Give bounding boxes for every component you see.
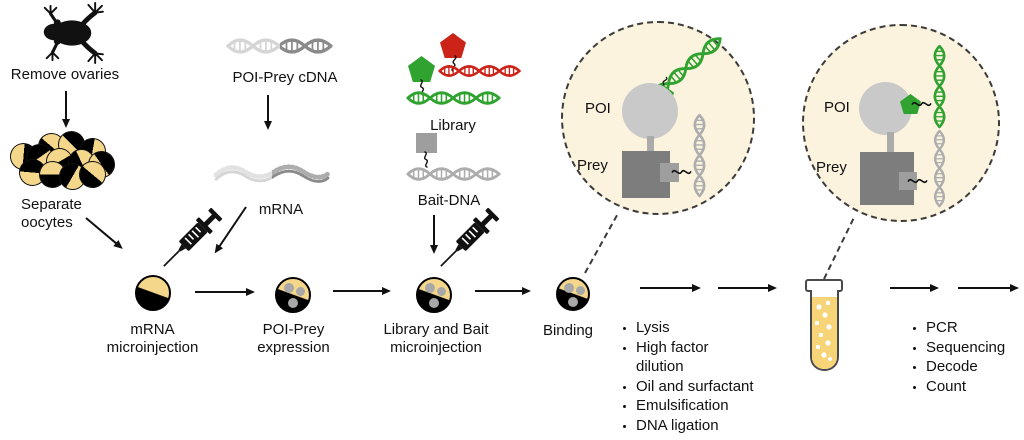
bait-square-tag-icon (416, 133, 437, 153)
protein-dot (437, 287, 446, 296)
arrow-right-icon (333, 287, 391, 295)
arrow-right-icon (640, 284, 701, 292)
arrow-diagonal-icon (85, 217, 122, 248)
callout-connector-line (823, 218, 855, 280)
list-item: Lysis (636, 318, 796, 338)
oocyte-cluster (6, 127, 120, 196)
emulsion-liquid (812, 297, 837, 369)
green-pentagon-tag-icon (900, 94, 921, 114)
list-item: Count (926, 377, 1024, 397)
poi-prey-expression-label: POI-Prey expression (257, 321, 330, 356)
arrow-right-icon (475, 287, 531, 295)
linker-squiggle-icon (907, 178, 928, 184)
library-dna-green-icon (932, 44, 947, 129)
library-dna-green-icon (406, 90, 501, 106)
protein-dot (429, 298, 439, 308)
poi-prey-cdna-label: POI-Prey cDNA (232, 69, 338, 86)
arrow-diagonal-icon (215, 206, 247, 252)
protein-dot (284, 283, 294, 293)
oocyte-expressing-icon (275, 277, 311, 313)
frog-icon (30, 1, 106, 65)
arrow-right-icon (195, 288, 255, 296)
protein-stem (647, 136, 654, 154)
arrow-right-icon (890, 284, 939, 292)
ligation-callout: POI Prey (802, 24, 1000, 222)
arrow-down-icon (267, 95, 269, 127)
list-item: Decode (926, 357, 1024, 377)
protein-dot (576, 286, 585, 295)
mrna-label: mRNA (258, 201, 304, 218)
arrow-down-icon (433, 215, 435, 251)
binding-callout: POI Prey (561, 21, 755, 215)
list-item: Sequencing (926, 338, 1024, 358)
arrow-down-icon (65, 91, 67, 125)
list-item: PCR (926, 318, 1024, 338)
protein-dot (296, 287, 305, 296)
poi-protein-icon (622, 83, 678, 139)
syringe-icon (155, 205, 226, 276)
protein-dot (568, 297, 578, 307)
list-item: DNA ligation (636, 416, 796, 436)
bait-dna-helix-icon (692, 113, 707, 198)
linker-squiggle-icon (911, 101, 932, 107)
bait-dna-label: Bait-DNA (417, 192, 481, 209)
poi-prey-cdna-helix-icon (204, 33, 356, 59)
library-bait-microinjection-label: Library and Bait microinjection (383, 321, 489, 356)
arrow-right-icon (718, 284, 777, 292)
bait-square-tag-icon (660, 163, 679, 182)
readout-steps-list: PCR Sequencing Decode Count (902, 318, 1024, 396)
poi-label: POI (585, 100, 611, 117)
test-tube-icon (810, 290, 839, 371)
mrna-wave-icon (206, 162, 338, 190)
library-dna-red-icon (438, 64, 521, 78)
callout-connector-line (584, 214, 618, 274)
protein-dot (564, 283, 574, 293)
library-label: Library (430, 117, 476, 134)
remove-ovaries-label: Remove ovaries (10, 66, 120, 83)
mrna-microinjection-label: mRNA microinjection (106, 321, 199, 356)
separate-oocytes-label: Separate oocytes (21, 196, 82, 231)
protein-stem (887, 132, 894, 154)
bait-dna-helix-icon (406, 166, 501, 182)
poi-label: POI (824, 99, 850, 116)
protein-dot (425, 283, 435, 293)
oocyte-binding-icon (556, 277, 590, 311)
list-item: Emulsification (636, 396, 796, 416)
oocyte-icon (135, 275, 171, 311)
list-item: Oil and surfactant (636, 377, 796, 397)
bait-dna-helix-icon (933, 129, 946, 208)
binding-label: Binding (542, 322, 594, 339)
arrow-right-icon (958, 284, 1019, 292)
prey-label: Prey (577, 157, 608, 174)
prey-label: Prey (816, 159, 847, 176)
protein-dot (288, 298, 298, 308)
oocyte-expressing-icon (416, 277, 452, 313)
list-item: High factor dilution (636, 338, 731, 377)
syringe-icon (432, 205, 503, 276)
emulsion-steps-list: Lysis High factor dilution Oil and surfa… (612, 318, 796, 435)
